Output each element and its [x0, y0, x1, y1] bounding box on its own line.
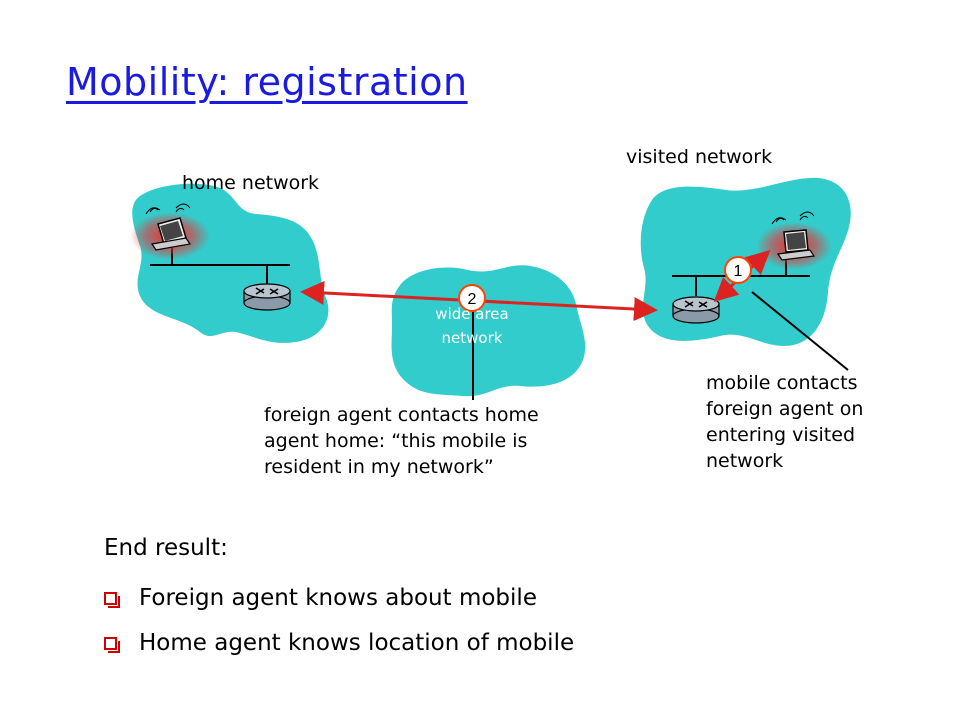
callout-line-mobile — [751, 291, 849, 371]
wide-area-label: wide area network — [412, 302, 532, 350]
home-network-cloud — [132, 183, 329, 343]
foreign-agent-note: foreign agent contacts home agent home: … — [264, 402, 539, 480]
page-title: Mobility: registration — [66, 60, 468, 104]
step-1-label: 1 — [734, 263, 743, 280]
bullet-box-icon — [104, 636, 120, 653]
home-network-label: home network — [182, 172, 320, 194]
bullet-item: Foreign agent knows about mobile — [104, 585, 537, 611]
bullet-text: Home agent knows location of mobile — [139, 630, 575, 656]
wide-area-label-line2: network — [441, 329, 503, 347]
end-result-heading: End result: — [104, 535, 228, 561]
step-2-marker: 2 — [458, 284, 486, 312]
bullet-text: Foreign agent knows about mobile — [139, 585, 537, 611]
wide-area-label-line1: wide area — [435, 305, 509, 323]
bullet-item: Home agent knows location of mobile — [104, 630, 574, 656]
bullet-box-icon — [104, 591, 120, 608]
visited-router-icon — [672, 296, 720, 324]
foreign-note-line: foreign agent contacts home — [264, 404, 539, 426]
mobile-note-line: network — [706, 450, 784, 472]
mobile-note-line: foreign agent on — [706, 398, 864, 420]
foreign-note-line: resident in my network” — [264, 456, 494, 478]
mobile-note-line: mobile contacts — [706, 372, 858, 394]
foreign-note-line: agent home: “this mobile is — [264, 430, 528, 452]
home-laptop-icon — [130, 203, 210, 260]
mobile-note-line: entering visited — [706, 424, 856, 446]
step-2-label: 2 — [468, 291, 477, 308]
visited-network-label: visited network — [626, 146, 773, 168]
step-1-marker: 1 — [724, 256, 752, 284]
visited-laptop-icon — [756, 211, 832, 270]
home-router-icon — [243, 283, 291, 311]
mobile-contacts-note: mobile contacts foreign agent on enterin… — [706, 370, 863, 474]
